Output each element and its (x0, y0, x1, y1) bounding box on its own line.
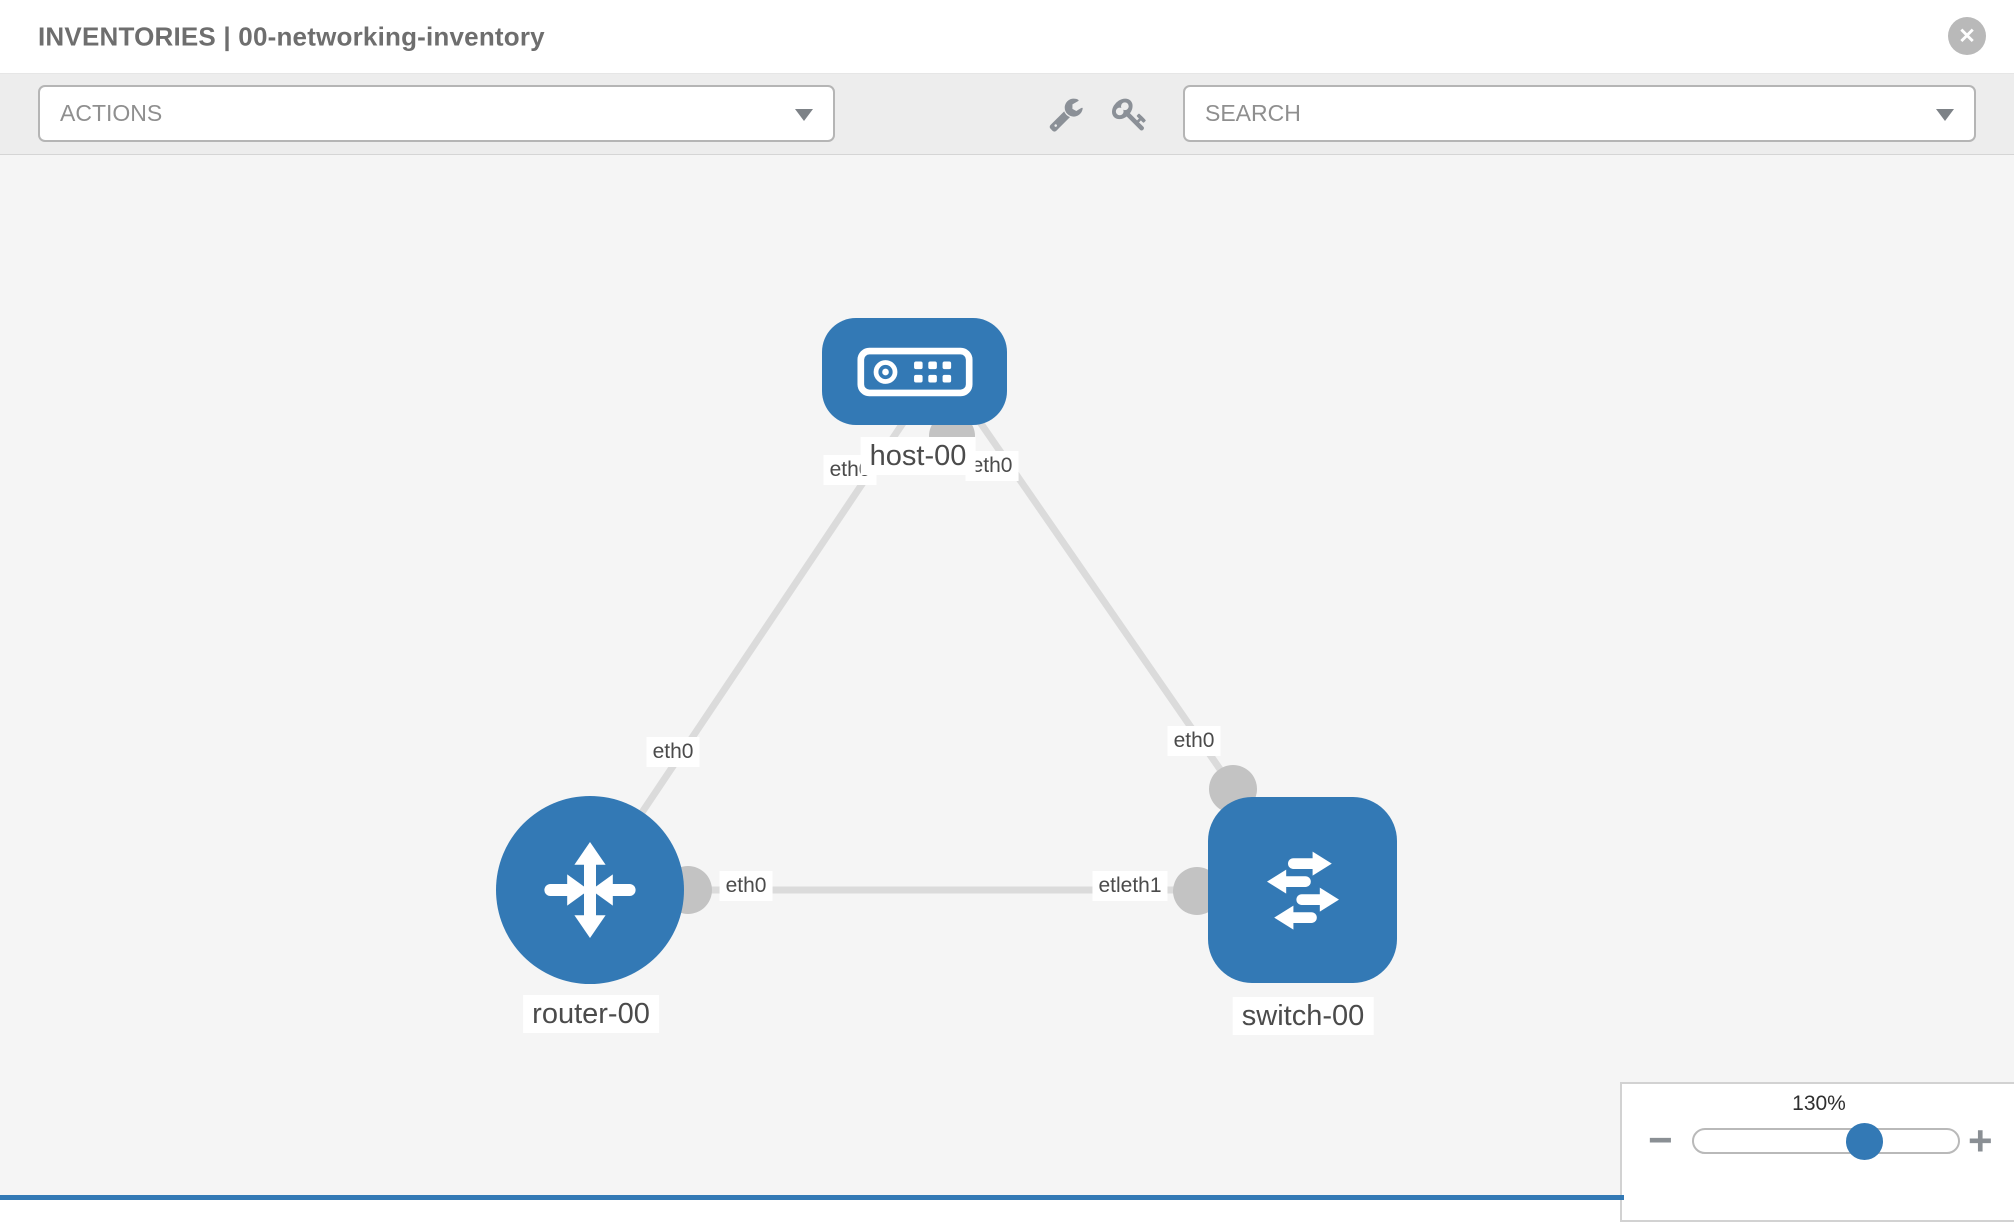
actions-dropdown[interactable]: ACTIONS (38, 85, 835, 142)
iface-label-router-to-host: eth0 (646, 737, 700, 768)
iface-label-router-to-switch: eth0 (719, 871, 773, 902)
zoom-panel: 130% − + (1620, 1082, 2014, 1222)
wrench-icon[interactable] (1048, 96, 1084, 132)
node-label-router: router-00 (523, 995, 659, 1034)
node-host-00[interactable] (822, 318, 1007, 425)
zoom-out-button[interactable]: − (1648, 1116, 1673, 1163)
chevron-down-icon (795, 108, 813, 121)
node-router-00[interactable] (496, 796, 684, 984)
page-title: INVENTORIES | 00-networking-inventory (38, 21, 545, 51)
close-icon: ✕ (1958, 24, 1976, 48)
topology-canvas[interactable] (0, 154, 2014, 1200)
iface-label-switch-to-host: eth0 (1167, 726, 1221, 757)
node-label-host: host-00 (860, 437, 976, 476)
chevron-down-icon (1936, 108, 1954, 121)
bottom-panel-edge (0, 1195, 1624, 1200)
switch-icon (1266, 851, 1339, 930)
zoom-slider-track[interactable] (1692, 1128, 1960, 1154)
router-icon (544, 842, 636, 938)
node-label-switch: switch-00 (1232, 997, 1374, 1036)
search-dropdown[interactable]: SEARCH (1183, 85, 1976, 142)
header: INVENTORIES | 00-networking-inventory ✕ (0, 0, 2014, 74)
close-button[interactable]: ✕ (1948, 17, 1986, 55)
node-switch-00[interactable] (1208, 797, 1397, 983)
iface-label-switch-to-router: etleth1 (1092, 871, 1168, 902)
toolbar: ACTIONS SEARCH (0, 74, 2014, 155)
actions-dropdown-label: ACTIONS (60, 100, 163, 126)
zoom-in-button[interactable]: + (1968, 1117, 1993, 1164)
search-dropdown-label: SEARCH (1205, 100, 1301, 126)
host-icon (856, 347, 973, 396)
key-icon[interactable] (1112, 96, 1148, 132)
zoom-level: 130% (1792, 1092, 1846, 1115)
zoom-slider-thumb[interactable] (1846, 1123, 1883, 1160)
